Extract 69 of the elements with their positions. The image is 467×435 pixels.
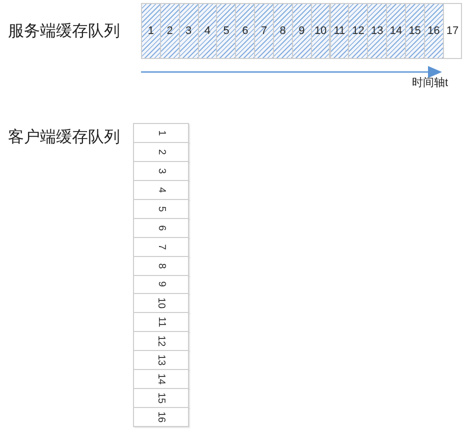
server-queue-slot	[442, 3, 462, 59]
queue-index: 14	[390, 26, 402, 36]
queue-index: 16	[428, 26, 440, 36]
queue-index: 10	[314, 26, 327, 36]
queue-index: 12	[156, 336, 166, 347]
queue-index: 3	[156, 168, 166, 174]
queue-index: 3	[186, 26, 192, 36]
hatched-queue-slot	[424, 3, 444, 59]
hatched-queue-slot	[310, 3, 330, 59]
queue-index: 11	[334, 26, 346, 36]
client-queue-slot	[133, 198, 189, 219]
queue-index: 2	[156, 149, 166, 155]
hatched-queue-slot	[272, 3, 293, 59]
client-queue-slot	[133, 256, 189, 276]
queue-index: 11	[156, 317, 166, 328]
queue-title: 客户端缓存队列	[8, 129, 120, 147]
hatched-queue-slot	[254, 3, 274, 59]
queue-index: 12	[352, 26, 364, 36]
queue-index: 17	[446, 26, 459, 36]
queue-index: 5	[156, 206, 166, 212]
queue-index: 2	[166, 26, 173, 36]
queue-title: 服务端缓存队列	[8, 23, 120, 41]
hatched-queue-slot	[198, 3, 218, 59]
queue-index: 9	[298, 26, 305, 36]
queue-index: 15	[156, 392, 166, 404]
hatched-queue-slot	[386, 3, 406, 59]
client-queue-slot	[133, 350, 189, 370]
hatched-queue-slot	[292, 3, 312, 59]
client-queue-slot	[133, 160, 189, 181]
queue-index: 10	[156, 298, 166, 309]
client-queue-slot	[133, 312, 189, 332]
hatched-queue-slot	[367, 3, 388, 59]
client-queue-slot	[133, 236, 189, 257]
queue-index: 1	[148, 26, 154, 36]
hatched-queue-slot	[404, 3, 425, 59]
queue-index: 9	[156, 282, 166, 288]
client-queue-slot	[133, 274, 189, 294]
queue-index: 15	[408, 26, 421, 36]
hatched-queue-slot	[348, 3, 368, 59]
axis-label: 时间轴t	[412, 77, 448, 90]
queue-index: 13	[156, 354, 166, 366]
queue-index: 1	[156, 130, 166, 136]
client-queue-slot	[133, 218, 189, 238]
client-queue-slot	[133, 369, 189, 390]
queue-index: 8	[156, 262, 166, 268]
hatched-queue-slot	[216, 3, 236, 59]
client-queue-slot	[133, 407, 189, 428]
client-queue-slot	[133, 331, 189, 352]
queue-index: 4	[204, 26, 211, 36]
client-queue-slot	[133, 388, 189, 408]
hatched-queue-slot	[235, 3, 256, 59]
queue-index: 13	[370, 26, 384, 36]
hatched-queue-slot	[178, 3, 199, 59]
queue-index: 14	[156, 374, 166, 385]
queue-index: 6	[242, 26, 248, 36]
hatched-queue-slot	[330, 3, 350, 59]
client-queue-slot	[133, 142, 189, 162]
queue-index: 6	[156, 224, 166, 230]
queue-index: 7	[156, 244, 166, 250]
queue-index: 7	[260, 26, 268, 36]
queue-index: 8	[280, 26, 286, 36]
queue-index: 5	[223, 26, 230, 36]
client-queue-slot	[133, 123, 189, 143]
client-queue-slot	[133, 293, 189, 314]
queue-index: 4	[156, 187, 166, 193]
client-queue-slot	[133, 180, 189, 200]
hatched-queue-slot	[160, 3, 180, 59]
queue-index: 16	[156, 412, 166, 423]
hatched-queue-slot	[141, 3, 161, 59]
